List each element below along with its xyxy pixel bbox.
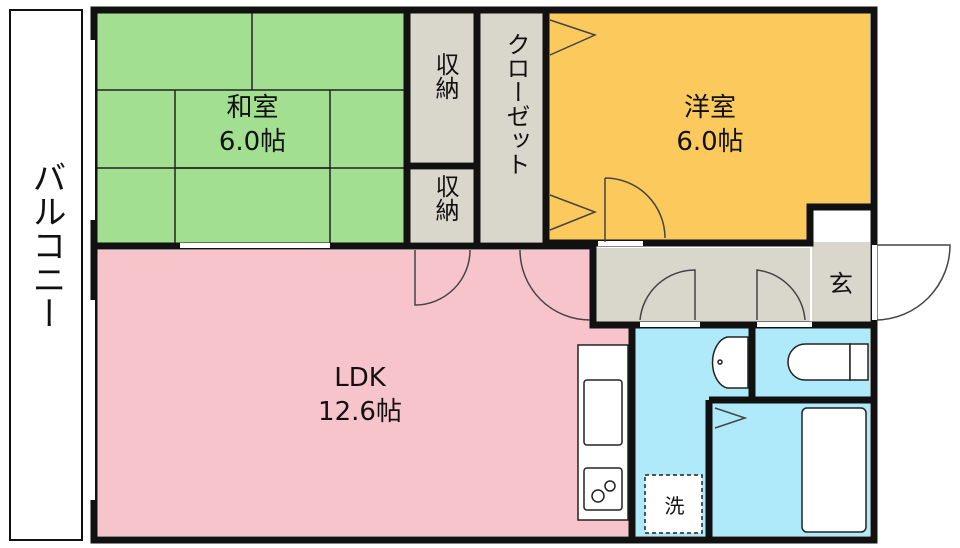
closet-label: クローゼット	[502, 32, 530, 176]
openings	[90, 40, 877, 500]
youshitsu-size: 6.0帖	[676, 127, 744, 157]
youshitsu-label: 洋室	[683, 93, 736, 123]
closet	[480, 12, 545, 242]
ldk-room	[97, 250, 630, 536]
washer-label: 洗	[664, 494, 685, 518]
ldk-label: LDK	[334, 363, 386, 393]
youshitsu-room	[548, 12, 870, 242]
door-swings	[414, 19, 951, 429]
stove	[583, 467, 623, 511]
balcony	[9, 9, 83, 541]
washer-space	[644, 474, 703, 534]
storage-1	[410, 12, 475, 162]
genkan-area	[812, 242, 870, 322]
genkan-label: 玄	[829, 270, 853, 298]
hallway	[593, 248, 810, 322]
washitsu-label: 和室	[226, 93, 279, 123]
bathtub	[801, 407, 867, 533]
washitsu-size: 6.0帖	[218, 127, 287, 157]
storage-1-label: 収納	[431, 52, 459, 100]
toilet	[787, 343, 851, 381]
washbasin	[711, 336, 749, 389]
fixtures	[577, 336, 869, 534]
sink	[583, 379, 623, 446]
ldk-size: 12.6帖	[318, 397, 402, 427]
balcony-label: バルコニー	[26, 160, 66, 330]
tatami-lines	[97, 12, 407, 246]
storage-2	[410, 170, 475, 242]
storage-2-label: 収納	[431, 174, 459, 222]
